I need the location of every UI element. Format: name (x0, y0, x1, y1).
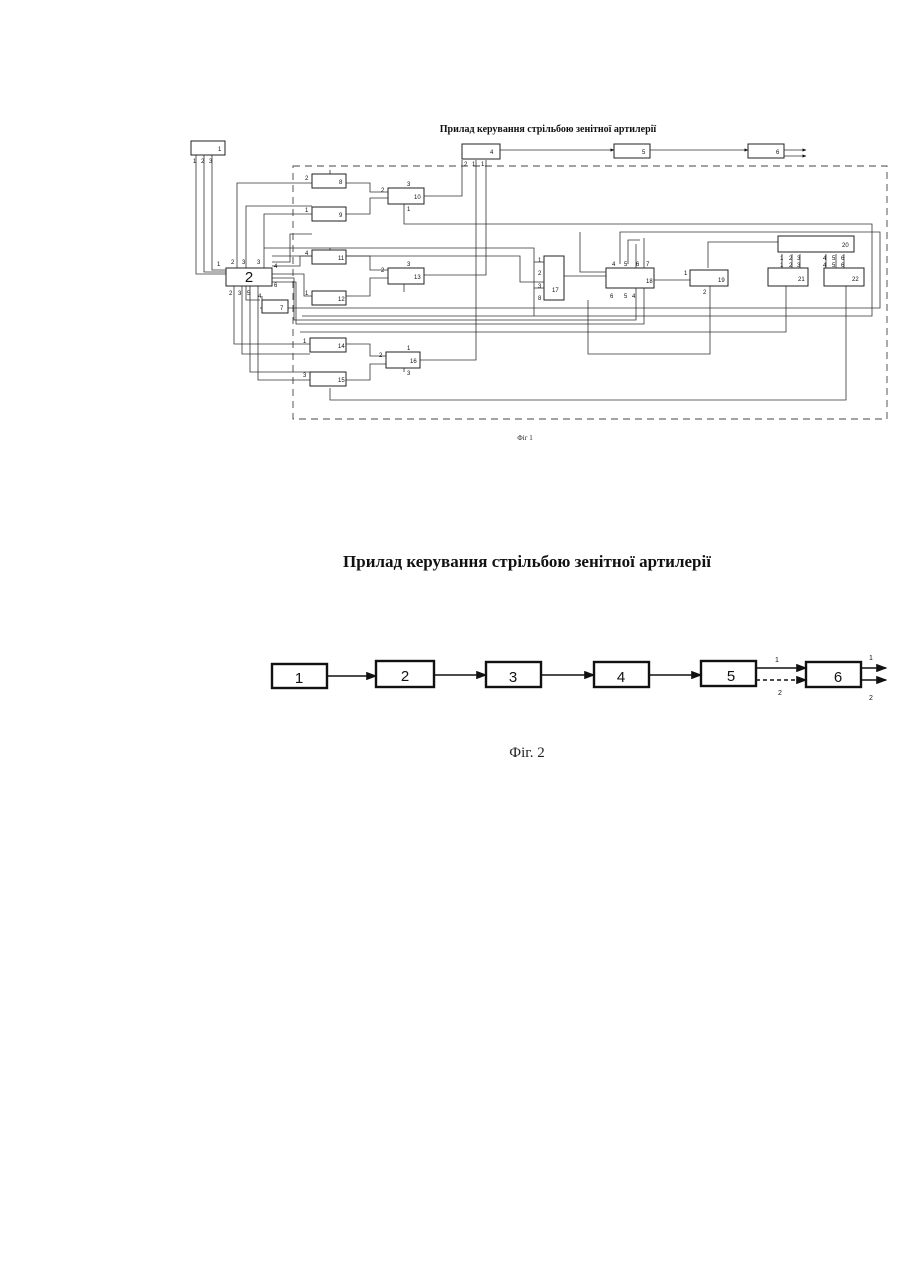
svg-text:1: 1 (780, 256, 784, 262)
figure-1-title: Прилад керування стрільбою зенітної арти… (440, 124, 657, 135)
fig1-block-17-label: 17 (552, 288, 559, 294)
svg-text:1: 1 (684, 271, 688, 277)
svg-text:6: 6 (636, 262, 640, 268)
svg-text:6: 6 (274, 283, 278, 289)
svg-text:3: 3 (238, 291, 242, 297)
svg-text:1: 1 (481, 162, 485, 168)
svg-text:2: 2 (789, 256, 793, 262)
svg-text:1: 1 (305, 208, 309, 214)
fig1-block-7 (262, 300, 288, 313)
fig1-block-4 (462, 144, 500, 159)
fig1-block-19-label: 19 (718, 278, 725, 284)
svg-text:3: 3 (407, 182, 411, 188)
fig2-output-label-1: 1 (869, 655, 873, 662)
svg-text:2: 2 (464, 162, 468, 168)
fig1-port-labels: 1 2 3 1 2 3 3 4 2 3 5 6 4 2 1 1 2 1 2 3 … (193, 159, 845, 379)
svg-text:3: 3 (242, 260, 246, 266)
fig2-block-4-label: 4 (617, 669, 625, 686)
fig2-output-label-2: 2 (869, 695, 873, 702)
svg-text:2: 2 (381, 268, 385, 274)
fig1-block-15-label: 15 (338, 378, 345, 384)
svg-text:1: 1 (472, 162, 476, 168)
svg-text:4: 4 (823, 256, 827, 262)
svg-text:2: 2 (538, 271, 542, 277)
svg-text:6: 6 (610, 294, 614, 300)
svg-text:1: 1 (538, 258, 542, 264)
fig1-block-14-label: 14 (338, 344, 345, 350)
svg-text:2: 2 (231, 260, 235, 266)
figure-1-caption: Фіг 1 (517, 434, 533, 442)
fig2-link-label-2: 2 (778, 690, 782, 697)
fig1-block-16-label: 16 (410, 359, 417, 365)
fig2-block-3-label: 3 (509, 669, 517, 686)
svg-text:4: 4 (612, 262, 616, 268)
svg-text:1: 1 (407, 346, 411, 352)
fig1-block-2-label: 2 (245, 269, 253, 286)
svg-text:5: 5 (832, 256, 836, 262)
svg-text:3: 3 (303, 373, 307, 379)
svg-text:2: 2 (381, 188, 385, 194)
svg-text:1: 1 (407, 207, 411, 213)
svg-text:4: 4 (258, 294, 262, 300)
svg-text:5: 5 (624, 294, 628, 300)
fig1-block-22-label: 22 (852, 277, 859, 283)
fig2-block-5-label: 5 (727, 668, 735, 685)
svg-text:3: 3 (407, 371, 411, 377)
figure-2-caption: Фіг. 2 (509, 745, 544, 761)
svg-text:8: 8 (538, 296, 542, 302)
figure-1-diagram: Прилад керування стрільбою зенітної арти… (191, 124, 887, 442)
fig1-block-12-label: 12 (338, 297, 345, 303)
fig2-block-2-label: 2 (401, 668, 409, 685)
svg-text:6: 6 (841, 256, 845, 262)
fig2-link-label-1: 1 (775, 657, 779, 664)
svg-text:3: 3 (407, 262, 411, 268)
fig1-block-20-label: 20 (842, 243, 849, 249)
svg-text:2: 2 (703, 290, 707, 296)
svg-text:3: 3 (797, 256, 801, 262)
svg-text:7: 7 (646, 262, 650, 268)
dashed-unit-boundary (293, 166, 887, 419)
fig1-block-13-label: 13 (414, 275, 421, 281)
fig2-block-6-label: 6 (834, 669, 842, 686)
figure-2-title: Прилад керування стрільбою зенітної арти… (343, 552, 711, 571)
figure-2-diagram: Прилад керування стрільбою зенітної арти… (272, 552, 886, 761)
svg-text:4: 4 (274, 264, 278, 270)
fig2-block-1-label: 1 (295, 670, 303, 687)
svg-text:5: 5 (624, 262, 628, 268)
svg-text:3: 3 (538, 284, 542, 290)
fig1-block-18 (606, 268, 654, 288)
svg-text:3: 3 (257, 260, 261, 266)
svg-text:4: 4 (632, 294, 636, 300)
fig1-block-11-label: 11 (338, 256, 345, 262)
fig1-block-10-label: 10 (414, 195, 421, 201)
svg-text:2: 2 (229, 291, 233, 297)
svg-text:2: 2 (305, 176, 309, 182)
fig1-block-18-label: 18 (646, 279, 653, 285)
svg-text:1: 1 (217, 262, 221, 268)
fig1-block-21-label: 21 (798, 277, 805, 283)
